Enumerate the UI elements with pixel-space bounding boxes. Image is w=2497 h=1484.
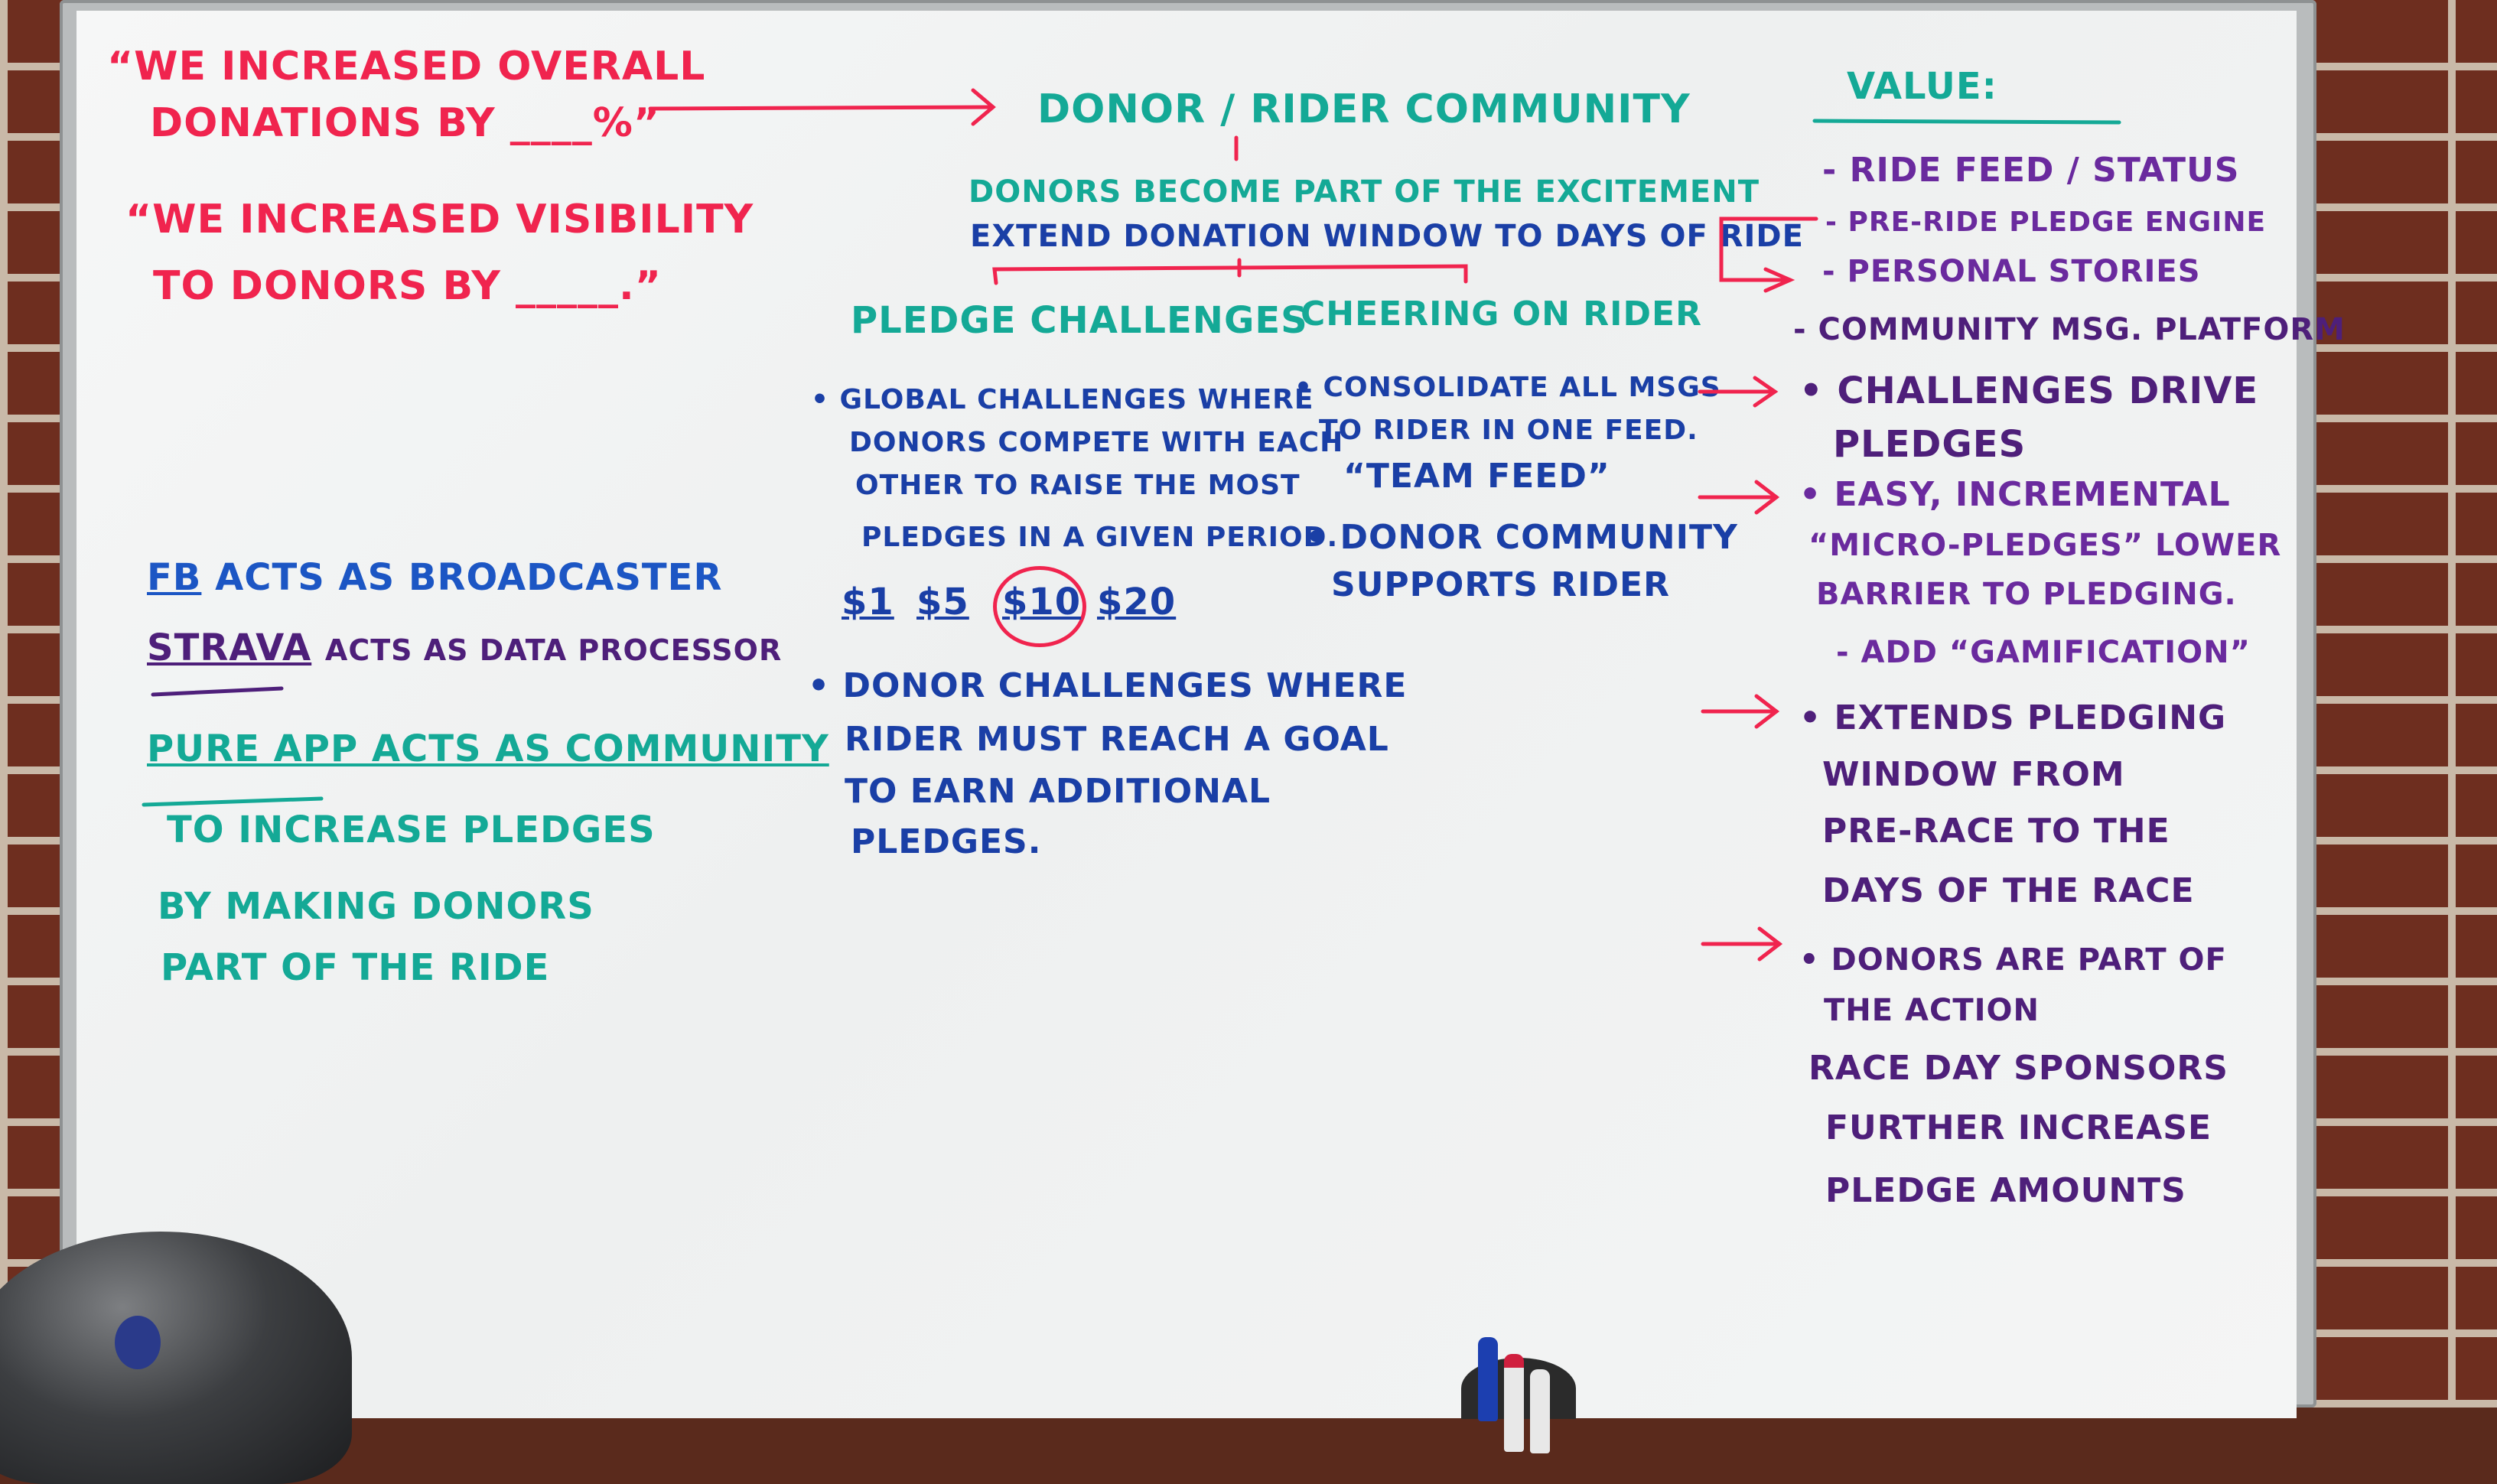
center-sub1: Donors become part of the excitement bbox=[969, 174, 1760, 210]
value-easy-l3: barrier to pledging. bbox=[1816, 577, 2237, 612]
value-easy-l2: “micro-pledges” lower bbox=[1808, 528, 2282, 563]
red-marker bbox=[1504, 1354, 1524, 1452]
pure-app-line: Pure App acts as community bbox=[147, 727, 829, 770]
quote2-line2: to donors by _____.” bbox=[153, 263, 662, 309]
amount-5: $5 bbox=[916, 581, 969, 623]
value-underline bbox=[1812, 119, 2121, 125]
pledge-b1-l2: donors compete with each bbox=[849, 427, 1344, 458]
cheer-b1-l1: Consolidate all msgs bbox=[1294, 372, 1721, 403]
pledge-heading: Pledge Challenges bbox=[851, 299, 1308, 342]
cheer-heading: Cheering on rider bbox=[1301, 295, 1702, 334]
value-bracket bbox=[1719, 216, 1818, 282]
value-challenges-l2: pledges bbox=[1833, 423, 2027, 466]
value-easy-l1: Easy, incremental bbox=[1799, 475, 2231, 515]
strava-name: Strava bbox=[147, 626, 312, 669]
value-race-day-l1: Race day sponsors bbox=[1808, 1049, 2228, 1088]
cheer-b1-l2: to rider in one feed. bbox=[1319, 415, 1698, 446]
amount-10: $10 bbox=[1002, 581, 1082, 623]
arrow-to-community-head bbox=[971, 88, 996, 126]
value-bracket-head bbox=[1763, 267, 1795, 293]
pledge-b2-l4: pledges. bbox=[851, 822, 1042, 861]
cheer-b1-l3: “Team feed” bbox=[1343, 457, 1610, 496]
value-heading: Value: bbox=[1847, 65, 1997, 108]
fb-text: acts as broadcaster bbox=[215, 556, 723, 599]
quote1-line2: donations by ____%” bbox=[150, 100, 661, 146]
pure-line3: part of the ride bbox=[161, 946, 550, 989]
arrow-donors-action-head bbox=[1757, 926, 1783, 962]
value-personal-stories: - Personal stories bbox=[1822, 254, 2201, 289]
quote2-line1: “We increased visibility bbox=[125, 197, 754, 242]
value-donors-action-l2: the action bbox=[1824, 993, 2040, 1028]
pure-app-underline bbox=[142, 796, 324, 807]
amount-1: $1 bbox=[842, 581, 894, 623]
value-extends-l4: days of the race bbox=[1822, 871, 2195, 910]
cheer-b2-l1: Donor community bbox=[1305, 518, 1738, 558]
arrow-to-community bbox=[648, 105, 994, 111]
strava-underline bbox=[151, 686, 284, 697]
strava-line: Strava acts as data processor bbox=[147, 626, 783, 669]
fb-line: FB acts as broadcaster bbox=[147, 556, 723, 599]
center-sub2: Extend donation window to days of ride bbox=[970, 219, 1804, 254]
arrow-extends-head bbox=[1754, 694, 1780, 729]
value-community-msg: - Community msg. platform bbox=[1793, 312, 2346, 347]
quote1-line1: “We increased overall bbox=[107, 44, 706, 89]
value-challenges-l1: Challenges drive bbox=[1799, 369, 2258, 412]
value-pre-ride-pledge: - Pre-ride pledge engine bbox=[1825, 207, 2267, 238]
value-easy-l4: - Add “gamification” bbox=[1836, 635, 2251, 670]
whiteboard-arrows bbox=[142, 88, 2121, 962]
pledge-b1-l4: pledges in a given period. bbox=[861, 522, 1339, 553]
pure-line1: to increase pledges bbox=[167, 809, 656, 851]
value-extends-l1: Extends pledging bbox=[1799, 698, 2226, 738]
value-donors-action-l1: Donors are part of bbox=[1799, 942, 2227, 978]
cheer-b2-l2: supports rider bbox=[1331, 565, 1670, 604]
value-extends-l2: window from bbox=[1822, 755, 2125, 794]
helmet-vent bbox=[115, 1316, 161, 1369]
strava-text: acts as data processor bbox=[324, 633, 783, 667]
arrow-challenges-head bbox=[1753, 376, 1779, 408]
value-race-day-l2: further increase bbox=[1825, 1108, 2212, 1147]
amount-20: $20 bbox=[1097, 581, 1177, 623]
pure-line2: by making donors bbox=[158, 885, 594, 928]
circled-amount-marker bbox=[993, 566, 1086, 647]
center-heading: Donor / Rider Community bbox=[1037, 86, 1691, 132]
community-bracket bbox=[992, 264, 1468, 285]
value-extends-l3: pre-race to the bbox=[1822, 812, 2170, 851]
pledge-b2-l2: rider must reach a goal bbox=[845, 720, 1389, 759]
pledge-b2-l3: to earn additional bbox=[845, 772, 1271, 811]
value-ride-feed: - Ride feed / status bbox=[1822, 151, 2240, 190]
value-race-day-l3: pledge amounts bbox=[1825, 1171, 2186, 1210]
arrow-easy-head bbox=[1754, 480, 1780, 515]
pledge-b2-l1: Donor challenges where bbox=[808, 666, 1407, 706]
blue-marker bbox=[1478, 1337, 1498, 1421]
pledge-b1-l3: other to raise the most bbox=[855, 470, 1301, 501]
white-marker bbox=[1530, 1369, 1550, 1453]
pledge-b1-l1: Global challenges where bbox=[811, 384, 1314, 415]
fb-name: FB bbox=[147, 556, 202, 599]
